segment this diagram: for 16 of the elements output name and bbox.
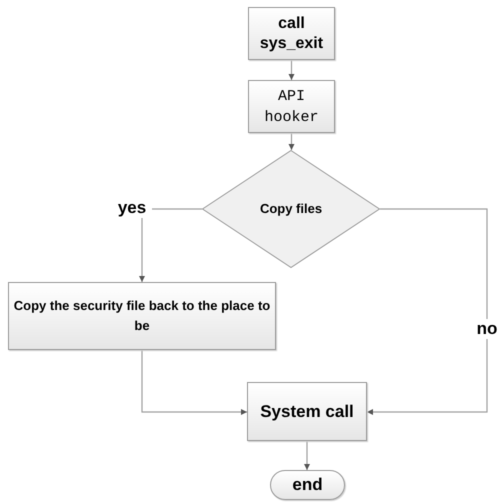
node-text: System call [260,400,354,422]
process-box [8,282,276,350]
node-text: API hooker [263,86,320,128]
arrow [141,350,247,415]
terminal-box [270,470,345,500]
arrow [367,208,488,415]
process-box [248,80,335,133]
process-box [248,7,335,60]
node-text: end [292,474,323,496]
process-box [247,382,367,441]
arrow [288,133,294,150]
node-text: call sys_exit [258,14,324,54]
node-text: Copy the security file back to the place to be [13,297,271,335]
node-text: Copy files [260,200,322,218]
arrow [288,60,294,80]
arrow [304,441,310,470]
